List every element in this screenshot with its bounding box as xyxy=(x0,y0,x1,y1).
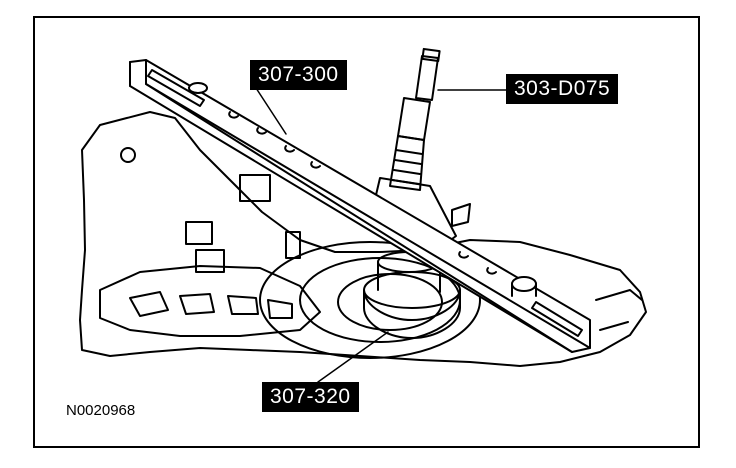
leader-bar-tool xyxy=(255,87,287,135)
bar-knob-left xyxy=(188,82,208,94)
transmission-case-outline xyxy=(79,111,647,367)
case-boss-3 xyxy=(195,249,225,273)
pilot-tool-collar xyxy=(363,289,461,339)
bar-slot-right xyxy=(531,301,583,337)
bar-holes xyxy=(228,111,497,275)
case-boss-2 xyxy=(185,221,213,245)
flange-cutouts xyxy=(129,291,293,319)
gauge-tip-cap xyxy=(421,47,441,63)
gauge-sleeve xyxy=(389,135,425,191)
callout-gauge-tool: 303-D075 xyxy=(506,74,619,104)
pilot-tool-collar-top xyxy=(363,271,461,309)
leader-pilot-tool xyxy=(317,331,389,383)
case-flange xyxy=(99,265,321,337)
gauge-plunger xyxy=(415,55,439,101)
bar-slot-left xyxy=(147,69,205,107)
callout-bar-tool: 307-300 xyxy=(250,60,347,90)
bore-outer xyxy=(259,241,481,359)
callout-pilot-tool: 307-320 xyxy=(262,382,359,412)
bore-inner xyxy=(337,273,443,331)
case-bolt-hole xyxy=(120,147,136,163)
gauge-body xyxy=(397,97,431,141)
gauge-knurl xyxy=(391,149,423,185)
figure-id: N0020968 xyxy=(66,402,136,419)
case-right-edge xyxy=(451,203,643,331)
case-boss-1 xyxy=(239,174,271,202)
bar-knob-right xyxy=(511,276,537,292)
bar-tool xyxy=(129,59,591,353)
case-post xyxy=(285,231,301,259)
